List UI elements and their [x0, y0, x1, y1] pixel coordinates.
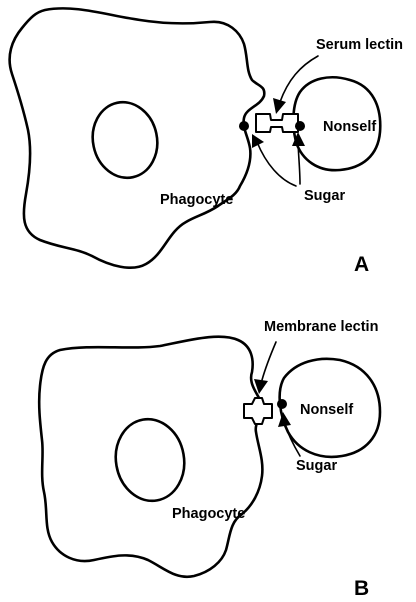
- panel-b-sugar-dot: [277, 399, 287, 409]
- panel-a-letter: A: [354, 253, 369, 276]
- panel-b-nonself-label: Nonself: [300, 402, 353, 418]
- panel-b-membrane-lectin-label: Membrane lectin: [264, 319, 378, 335]
- panel-a-phagocyte-outline: [10, 8, 265, 267]
- panel-b-letter: B: [354, 577, 369, 600]
- panel-b-membrane-lectin: [244, 398, 272, 424]
- panel-a-sugar-label: Sugar: [304, 188, 345, 204]
- panel-a-serum-lectin-arrowhead: [273, 98, 286, 114]
- panel-a-sugar-pointer-left: [257, 142, 296, 186]
- panel-a: Phagocyte Nonself Serum lectin Sugar A: [10, 8, 403, 276]
- panel-a-nucleus: [86, 96, 164, 184]
- panel-b-sugar-pointer-arrowhead: [278, 412, 291, 427]
- panel-b-membrane-lectin-pointer: [262, 342, 276, 380]
- panel-a-sugar-dot-right: [295, 121, 305, 131]
- panel-b: Phagocyte Nonself Membrane lectin Sugar …: [39, 319, 380, 600]
- panel-a-phagocyte-label: Phagocyte: [160, 192, 233, 208]
- panel-b-phagocyte-outline: [39, 337, 262, 577]
- panel-b-nucleus: [109, 414, 190, 507]
- panel-a-sugar-dot-left: [239, 121, 249, 131]
- panel-b-phagocyte-label: Phagocyte: [172, 506, 245, 522]
- panel-a-nonself-label: Nonself: [323, 119, 376, 135]
- panel-a-serum-lectin-label: Serum lectin: [316, 37, 403, 53]
- panel-b-sugar-label: Sugar: [296, 458, 337, 474]
- panel-a-serum-lectin: [256, 114, 298, 132]
